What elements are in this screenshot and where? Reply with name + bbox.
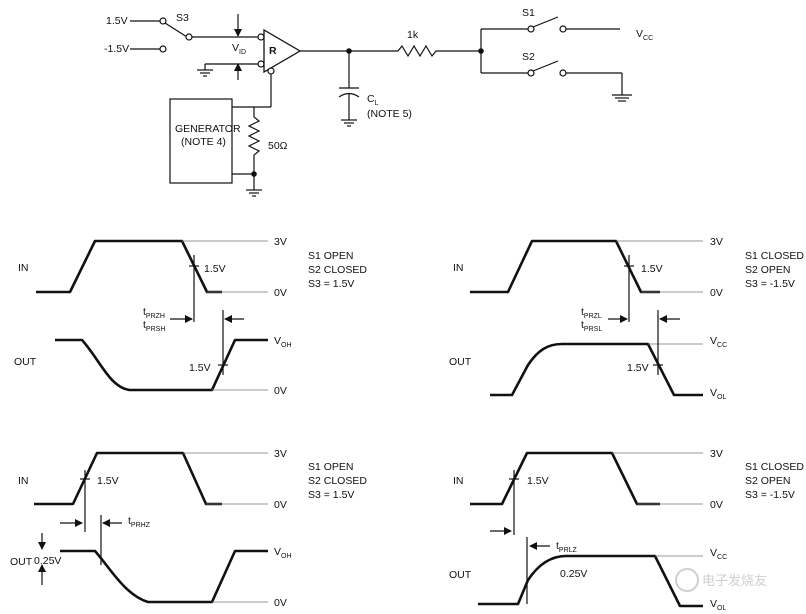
p3-input-waveform	[34, 451, 222, 506]
p2-output-waveform	[490, 342, 703, 397]
p4-025v-label: 0.25V	[560, 568, 587, 580]
vcc-label: VCC	[636, 28, 653, 42]
resistor-50-ohm-label: 50Ω	[268, 140, 288, 152]
p2-0v-label: 0V	[710, 287, 723, 299]
generator-note: (NOTE 4)	[181, 136, 226, 148]
p3-0v-label: 0V	[274, 499, 287, 511]
s3-high-label: 1.5V	[106, 15, 128, 27]
p3-output-waveform	[60, 549, 268, 604]
p2-out-label: OUT	[449, 356, 472, 368]
p3-tprhz-label: tPRHZ	[128, 515, 151, 529]
p1-tprzh-label: tPRZH	[143, 306, 165, 320]
p1-s3-state: S3 = 1.5V	[308, 278, 354, 290]
s3-low-label: -1.5V	[104, 43, 129, 55]
p4-s3-state: S3 = -1.5V	[745, 489, 795, 501]
p4-s2-state: S2 OPEN	[745, 475, 791, 487]
p1-0v-out-label: 0V	[274, 385, 287, 397]
p4-3v-label: 3V	[710, 448, 723, 460]
p3-025v-label: 0.25V	[34, 555, 61, 567]
p3-s1-state: S1 OPEN	[308, 461, 354, 473]
p3-voh-label: VOH	[274, 546, 292, 560]
switch-s2	[481, 60, 632, 102]
switch-s1-label: S1	[522, 7, 535, 19]
p3-threshold-label: 1.5V	[97, 475, 119, 487]
p1-3v-label: 3V	[274, 236, 287, 248]
p3-in-label: IN	[18, 475, 29, 487]
timing-panel-prlz: IN OUT 3V 0V 1.5V tPRLZ VCC VOL 0.25V S1…	[449, 448, 804, 612]
p4-threshold-label: 1.5V	[527, 475, 549, 487]
switch-s3	[130, 17, 265, 53]
watermark-logo-icon	[675, 568, 699, 592]
p1-0v-label: 0V	[274, 287, 287, 299]
switch-s2-label: S2	[522, 51, 535, 63]
timing-panel-przh: IN OUT 3V 0V 1.5V VOH 0V 1.5V tPRZH tPRS…	[14, 236, 367, 397]
capacitor-cl	[338, 51, 360, 127]
generator-box	[169, 98, 233, 184]
p2-threshold-label: 1.5V	[641, 263, 663, 275]
receiver-label: R	[269, 45, 277, 57]
p4-input-waveform	[470, 451, 660, 506]
p1-s2-state: S2 CLOSED	[308, 264, 367, 276]
p4-vol-label: VOL	[710, 598, 726, 612]
capacitor-note: (NOTE 5)	[367, 108, 412, 120]
p1-out-label: OUT	[14, 356, 37, 368]
p3-s2-state: S2 CLOSED	[308, 475, 367, 487]
p2-s2-state: S2 OPEN	[745, 264, 791, 276]
p1-tprsh-label: tPRSH	[143, 319, 165, 333]
resistor-1k	[397, 44, 481, 58]
p4-vcc-label: VCC	[710, 547, 727, 561]
watermark: 电子发烧友	[675, 568, 767, 592]
p3-3v-label: 3V	[274, 448, 287, 460]
test-circuit: 1.5V S3 -1.5V VID R GENERATOR (NOTE 4)	[104, 7, 653, 197]
p1-voh-label: VOH	[274, 335, 292, 349]
p4-s1-state: S1 CLOSED	[745, 461, 804, 473]
p2-s1-state: S1 CLOSED	[745, 250, 804, 262]
receiver-triangle	[263, 28, 302, 74]
p1-output-waveform	[55, 338, 268, 392]
p2-3v-label: 3V	[710, 236, 723, 248]
p3-s3-state: S3 = 1.5V	[308, 489, 354, 501]
p1-s1-state: S1 OPEN	[308, 250, 354, 262]
p2-tprsl-label: tPRSL	[581, 319, 602, 333]
capacitor-label: CL	[367, 93, 379, 107]
p3-out-label: OUT	[10, 556, 33, 568]
p4-tprlz-label: tPRLZ	[556, 540, 578, 554]
p2-in-label: IN	[453, 262, 464, 274]
resistor-50-ohm	[247, 107, 261, 190]
p4-0v-label: 0V	[710, 499, 723, 511]
p1-threshold-out-label: 1.5V	[189, 362, 211, 374]
p4-out-label: OUT	[449, 569, 472, 581]
p4-in-label: IN	[453, 475, 464, 487]
timing-panel-przl: IN OUT 3V 0V 1.5V VCC VOL 1.5V tPRZL tPR…	[449, 236, 804, 401]
ground-symbol	[197, 60, 265, 77]
timing-panel-prhz: IN OUT 3V 0V 1.5V tPRHZ VOH 0V 0.25V S1 …	[10, 448, 367, 609]
p3-0v-out-label: 0V	[274, 597, 287, 609]
watermark-text: 电子发烧友	[702, 573, 767, 589]
p2-threshold-out-label: 1.5V	[627, 362, 649, 374]
p4-output-waveform	[478, 554, 703, 608]
p1-threshold-label: 1.5V	[204, 263, 226, 275]
p2-vcc-label: VCC	[710, 335, 727, 349]
s3-label: S3	[176, 12, 189, 24]
generator-label: GENERATOR	[175, 123, 241, 135]
vid-label: VID	[232, 42, 246, 56]
p2-vol-label: VOL	[710, 387, 726, 401]
switch-s1	[481, 16, 620, 33]
resistor-1k-label: 1k	[407, 29, 419, 41]
p2-tprzl-label: tPRZL	[581, 306, 602, 320]
p1-in-label: IN	[18, 262, 29, 274]
p2-s3-state: S3 = -1.5V	[745, 278, 795, 290]
